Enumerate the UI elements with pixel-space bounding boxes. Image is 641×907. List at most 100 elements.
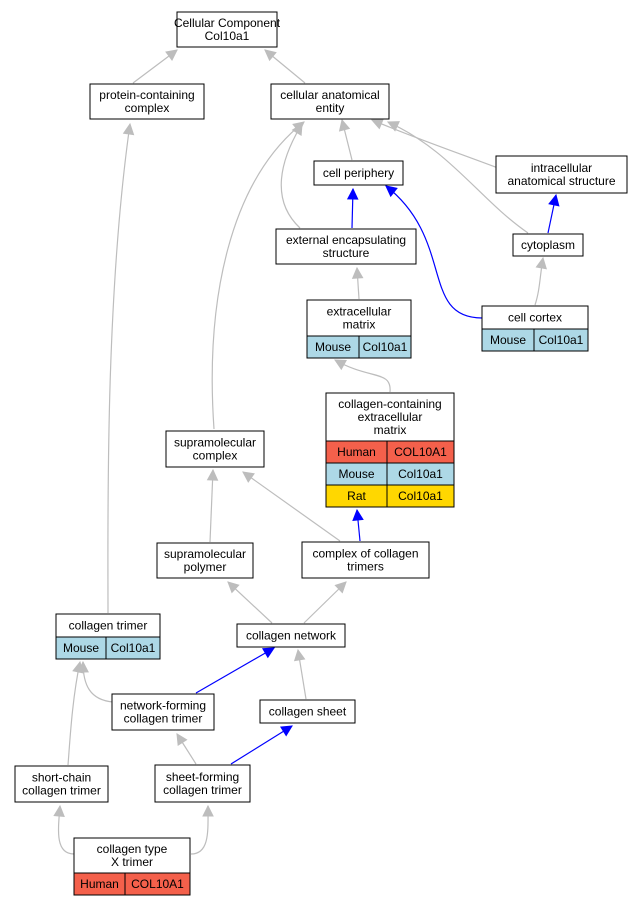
node-box xyxy=(111,693,215,731)
edge-23 xyxy=(67,661,81,766)
species-label: Mouse xyxy=(490,333,526,347)
gene-cell xyxy=(105,636,161,660)
node-box xyxy=(156,542,254,579)
edge-arrowhead-1 xyxy=(165,49,178,61)
node-collagen-ecm[interactable]: collagen-containingextracellularmatrixHu… xyxy=(325,392,455,508)
node-label-line: complex of collagen xyxy=(312,547,418,561)
edge-arrowhead-18 xyxy=(227,581,240,594)
node-box xyxy=(275,228,417,265)
edge-arrowhead-23 xyxy=(72,660,84,674)
edge-layer xyxy=(53,49,560,855)
node-label-line: protein-containing xyxy=(99,88,194,102)
node-box xyxy=(512,233,584,257)
species-label: Human xyxy=(337,445,376,459)
edge-arrowhead-27 xyxy=(202,804,214,817)
edge-arrowhead-5 xyxy=(291,123,303,136)
node-label-line: short-chain xyxy=(32,771,91,785)
node-label-line: collagen type xyxy=(97,842,168,856)
node-label-line: matrix xyxy=(374,423,407,437)
node-layer: Cellular ComponentCol10a1protein-contain… xyxy=(14,11,628,896)
node-label-line: Col10a1 xyxy=(205,29,250,43)
gene-label: Col10a1 xyxy=(398,467,443,481)
node-label-line: cell cortex xyxy=(508,311,562,325)
node-label-line: collagen trimer xyxy=(163,783,242,797)
node-label-line: extracellular xyxy=(327,305,392,319)
node-box xyxy=(236,623,346,648)
node-label-line: supramolecular xyxy=(174,436,256,450)
edge-arrowhead-3 xyxy=(122,122,135,136)
node-label-line: complex xyxy=(193,449,238,463)
node-label-line: collagen network xyxy=(246,629,337,643)
edge-8 xyxy=(387,121,529,234)
node-label-line: trimers xyxy=(347,560,384,574)
edge-7 xyxy=(371,119,499,169)
node-label-line: collagen trimer xyxy=(69,619,148,633)
gene-label: Col10a1 xyxy=(363,340,408,354)
edge-10 xyxy=(385,185,483,319)
node-box xyxy=(154,764,251,803)
node-label-line: collagen trimer xyxy=(22,784,101,798)
edge-arrowhead-20 xyxy=(262,647,275,659)
node-box xyxy=(301,541,430,579)
edge-25 xyxy=(230,725,293,765)
node-label-line: intracellular xyxy=(531,161,592,175)
edge-arrowhead-6 xyxy=(338,118,351,132)
edge-arrowhead-15 xyxy=(352,508,364,522)
edge-arrowhead-19 xyxy=(334,581,347,594)
gene-cell xyxy=(386,484,455,508)
node-label-line: cellular anatomical xyxy=(280,88,379,102)
node-box xyxy=(270,83,390,120)
edge-arrowhead-16 xyxy=(206,468,219,481)
edge-20 xyxy=(195,647,275,694)
node-label-line: network-forming xyxy=(120,699,206,713)
node-label-line: polymer xyxy=(184,560,227,574)
node-label-line: sheet-forming xyxy=(166,770,239,784)
node-label-line: supramolecular xyxy=(164,547,246,561)
edge-arrowhead-8 xyxy=(386,121,400,132)
node-label-line: cytoplasm xyxy=(521,238,575,252)
gene-label: Col10a1 xyxy=(539,333,584,347)
edge-arrowhead-14 xyxy=(334,359,347,371)
edge-arrowhead-9 xyxy=(346,187,359,200)
node-label-line: Cellular Component xyxy=(174,16,281,30)
edge-arrowhead-11 xyxy=(548,193,560,207)
node-box xyxy=(176,11,278,48)
node-box xyxy=(14,765,109,803)
edge-arrowhead-24 xyxy=(176,733,188,746)
node-box xyxy=(313,160,404,186)
node-label-line: structure xyxy=(323,246,370,260)
node-collagen-sheet[interactable]: collagen sheet xyxy=(259,699,356,724)
edge-arrowhead-7 xyxy=(370,118,384,130)
edge-17 xyxy=(242,471,341,542)
edge-21 xyxy=(82,661,114,703)
node-label-line: external encapsulating xyxy=(286,233,406,247)
species-label: Human xyxy=(80,877,119,891)
species-label: Mouse xyxy=(315,340,351,354)
node-label-line: matrix xyxy=(343,318,376,332)
node-cytoplasm[interactable]: cytoplasm xyxy=(512,233,584,257)
edge-arrowhead-17 xyxy=(242,471,255,483)
node-label-line: cell periphery xyxy=(323,166,394,180)
node-cell-periphery[interactable]: cell periphery xyxy=(313,160,404,186)
species-label: Mouse xyxy=(63,641,99,655)
edge-arrowhead-22 xyxy=(293,648,306,662)
node-label-line: complex xyxy=(125,101,170,115)
gene-cell xyxy=(124,872,191,896)
node-collagen-network[interactable]: collagen network xyxy=(236,623,346,648)
